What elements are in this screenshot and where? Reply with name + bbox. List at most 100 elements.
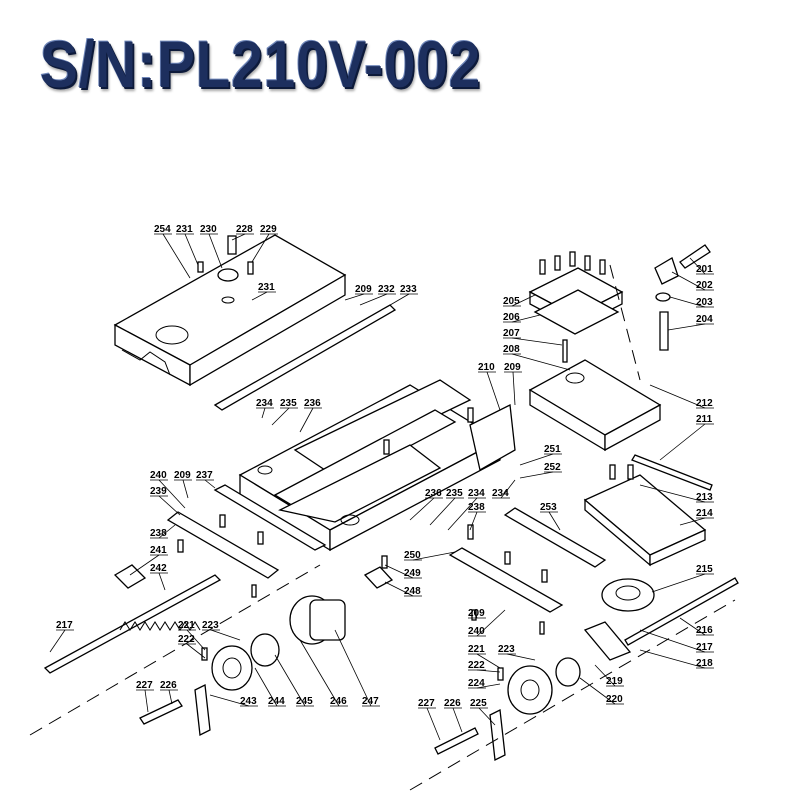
callout-label: 209 (504, 362, 521, 373)
callout-leader-line (478, 707, 496, 726)
callout-248: 248 (384, 581, 422, 597)
callout-209: 209 (344, 284, 373, 301)
callout-leader-line (671, 271, 706, 291)
callout-label: 203 (696, 297, 713, 308)
callout-label: 205 (503, 296, 520, 307)
callout-leader-line (209, 694, 250, 707)
callout-218: 218 (639, 649, 714, 669)
callout-leader-line (208, 233, 223, 269)
callout-leader-line (679, 617, 706, 636)
callout-leader-line (271, 407, 290, 426)
callout-leader-line (639, 629, 706, 653)
callout-label: 235 (446, 488, 463, 499)
callout-leader-line (182, 479, 189, 499)
callout-209: 209 (468, 608, 486, 619)
callout-241: 241 (129, 545, 168, 576)
callout-label: 201 (696, 264, 713, 275)
callout-239: 239 (150, 486, 181, 516)
callout-label: 240 (150, 470, 167, 481)
callout-leader-line (299, 407, 314, 433)
callout-251: 251 (519, 444, 562, 466)
callout-leader-line (429, 497, 456, 526)
callout-label: 222 (468, 660, 485, 671)
tool-post-part (528, 267, 624, 335)
callout-label: 202 (696, 280, 713, 291)
callout-leader-line (639, 649, 706, 669)
callout-leader-line (469, 511, 478, 531)
callout-leader-line (506, 653, 536, 661)
callout-234: 234 (256, 398, 274, 419)
callout-label: 226 (160, 680, 177, 691)
callout-leader-line (500, 479, 516, 499)
callout-label: 216 (696, 625, 713, 636)
callout-201: 201 (689, 257, 714, 275)
callout-label: 211 (696, 414, 713, 425)
bar-239 (166, 511, 280, 579)
callout-leader-line (168, 689, 173, 705)
callout-227: 227 (136, 680, 154, 713)
callout-leader-line (447, 497, 478, 531)
callout-234: 234 (447, 488, 486, 531)
callout-235: 235 (429, 488, 464, 526)
callout-label: 217 (56, 620, 73, 631)
callout-leader-line (231, 233, 246, 241)
callout-210: 210 (478, 362, 501, 411)
callout-label: 246 (330, 696, 347, 707)
callout-leader-line (519, 471, 554, 479)
callout-229: 229 (251, 224, 278, 263)
page-title: S/N:PL210V-002 (40, 27, 482, 101)
callout-leader-line (384, 581, 414, 597)
callout-225: 225 (470, 698, 496, 726)
callout-label: 220 (606, 694, 623, 705)
callout-leader-line (251, 233, 270, 263)
callout-label: 218 (696, 658, 713, 669)
callout-238: 238 (468, 502, 486, 531)
handle-201 (679, 244, 711, 269)
callout-leader-line (344, 293, 365, 301)
callout-leader-line (210, 629, 241, 641)
callout-247: 247 (334, 629, 380, 707)
callout-209: 209 (174, 470, 192, 499)
strip-237 (213, 484, 327, 551)
callout-label: 223 (202, 620, 219, 631)
callout-217: 217 (639, 629, 714, 653)
callout-231: 231 (251, 282, 276, 301)
callout-leader-line (474, 611, 478, 619)
callout-236: 236 (409, 488, 443, 521)
callout-label: 227 (418, 698, 435, 709)
callout-leader-line (511, 337, 563, 346)
callout-207: 207 (503, 328, 563, 346)
callout-leader-line (511, 353, 571, 371)
leadscrew-thread-242 (119, 621, 201, 631)
callout-label: 212 (696, 398, 713, 409)
callout-label: 210 (478, 362, 495, 373)
callout-253: 253 (540, 502, 561, 531)
callout-leader-line (579, 677, 616, 705)
callout-245: 245 (274, 654, 314, 707)
callout-228: 228 (231, 224, 254, 241)
callout-label: 236 (304, 398, 321, 409)
callout-label: 229 (260, 224, 277, 235)
callout-label: 253 (540, 502, 557, 513)
callout-leader-line (476, 683, 501, 689)
compound-base-part (528, 359, 662, 452)
dashed-axis-right (409, 599, 736, 791)
callout-203: 203 (669, 296, 714, 308)
callout-227: 227 (418, 698, 441, 741)
callout-209: 209 (504, 362, 522, 406)
callout-leader-line (359, 293, 388, 306)
callout-leader-line (49, 629, 66, 653)
saddle-block-part (583, 474, 707, 567)
callout-label: 233 (400, 284, 417, 295)
callout-223: 223 (498, 644, 536, 661)
callout-leader-line (594, 664, 616, 687)
callout-label: 231 (258, 282, 275, 293)
callout-label: 204 (696, 314, 713, 325)
callout-label: 226 (444, 698, 461, 709)
callout-222: 222 (178, 634, 206, 659)
dashed-axis-compound (609, 264, 641, 381)
callout-label: 244 (268, 696, 285, 707)
callout-label: 238 (150, 528, 167, 539)
callout-214: 214 (679, 508, 714, 526)
